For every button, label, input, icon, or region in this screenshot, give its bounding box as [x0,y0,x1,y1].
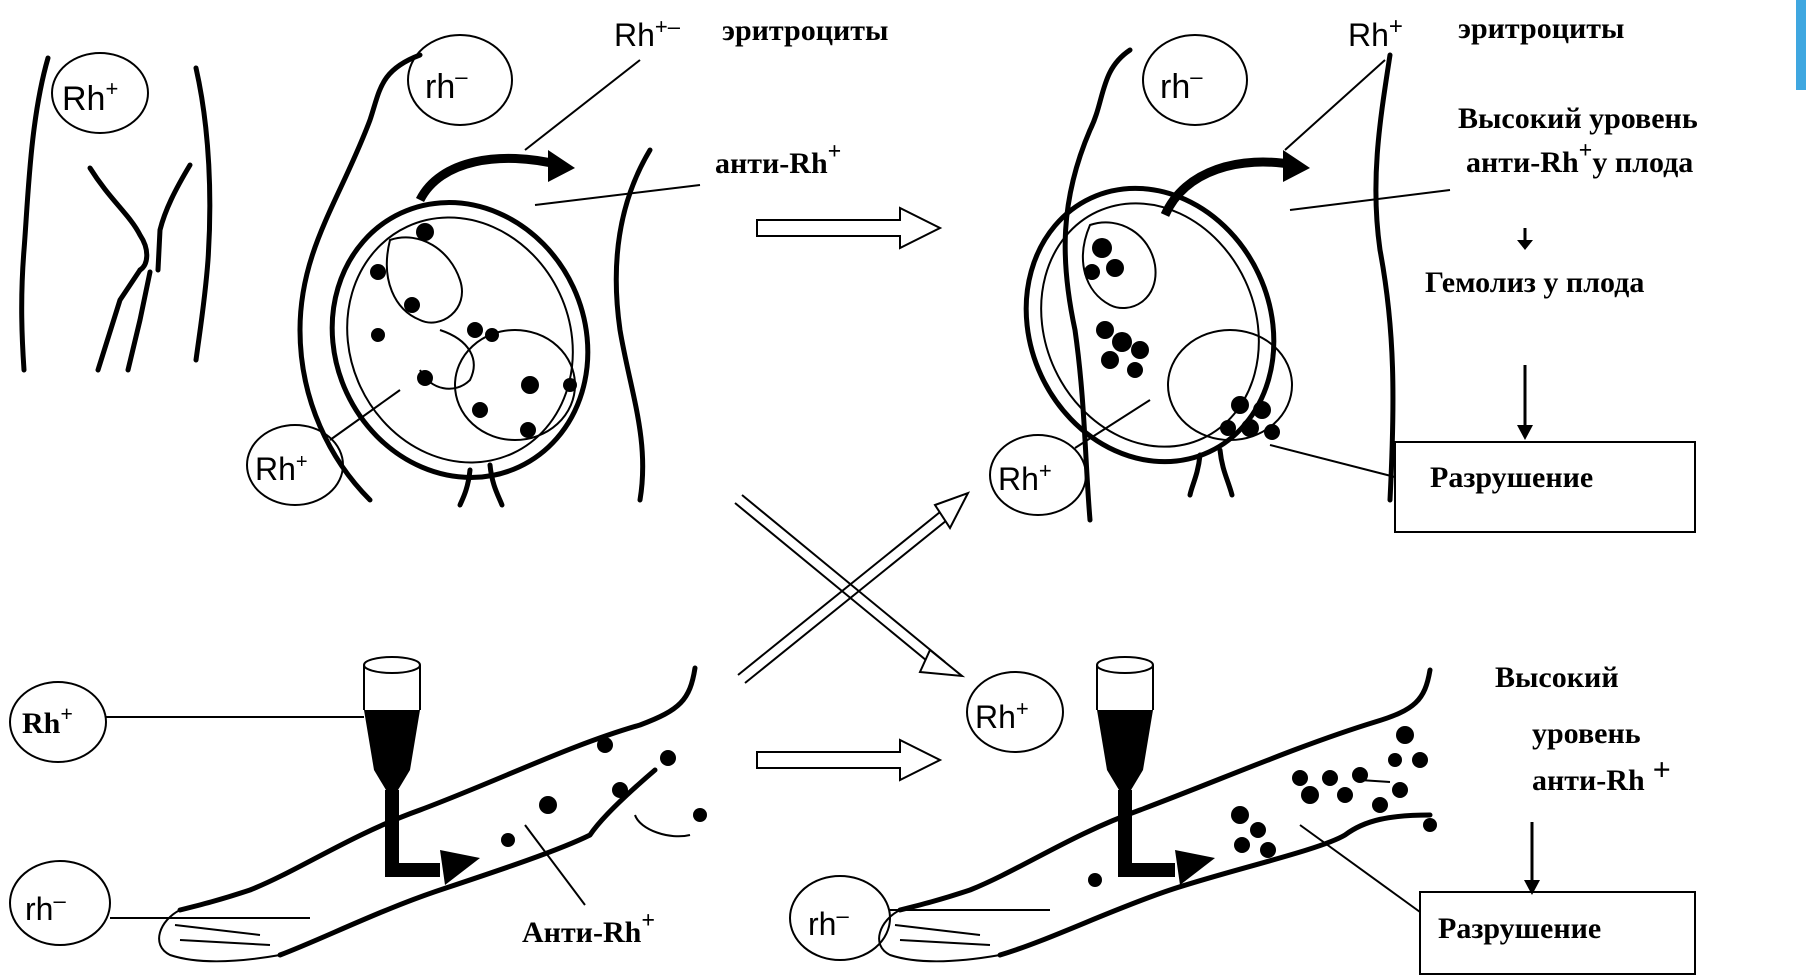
label-level-word: уровень [1532,717,1641,750]
label-rh-erythrocytes-rh: Rh+– [614,14,681,53]
label-destruction-bottom: Разрушение [1438,912,1601,945]
crossed-arrows [735,493,968,683]
pointer-line-destruction-top [1270,445,1395,477]
pregnant-rh-negative-mother: rh– Rh+ [247,35,650,520]
pointer-line-destruction-bottom [1300,825,1420,912]
label-destruction-top: Разрушение [1430,461,1593,494]
label-rh-positive-donor-2: Rh+ [975,696,1029,735]
label-rh-erythrocytes-2: Rh+ [1348,13,1403,53]
label-hemolysis: Гемолиз у плода [1425,266,1644,299]
label-high-word: Высокий [1495,661,1619,694]
arrow-top-right [757,208,940,248]
label-rh-positive-fetus-2: Rh+ [998,458,1052,497]
pointer-line-high-level [1290,190,1450,210]
label-rh-negative-recipient: rh– [25,888,66,927]
pointer-line-anti-rh-arm [525,825,585,905]
label-erythrocytes-2: эритроциты [1458,12,1624,45]
label-erythrocytes-1: эритроциты [722,14,888,47]
label-rh-positive-father: Rh+ [62,76,118,118]
label-rh-positive-donor: Rh+ [22,701,73,740]
label-high-level-line2: анти-Rh+у плода [1466,138,1693,179]
pointer-line-erythrocytes-2 [1285,60,1385,150]
rh-positive-father-figure: Rh+ [22,53,210,370]
label-anti-rh-1: анти-Rh+ [715,139,841,180]
label-rh-negative-mother: rh– [425,64,468,106]
transfusion-second: Rh+ rh– [790,657,1437,961]
pointer-line-anti-rh [535,185,700,205]
label-anti-rh-arm: Анти-Rh+ [522,908,655,949]
label-anti-rh-bottom: анти-Rh+ [1532,751,1671,797]
label-high-level-line1: Высокий уровень [1458,102,1698,135]
edge-accent [1796,0,1806,90]
label-rh-positive-fetus: Rh+ [255,451,308,487]
arrow-bottom-right [757,740,940,780]
label-rh-negative-mother-2: rh– [1160,64,1203,106]
label-rh-negative-recipient-2: rh– [808,903,849,942]
pointer-line-erythrocytes [525,60,640,150]
